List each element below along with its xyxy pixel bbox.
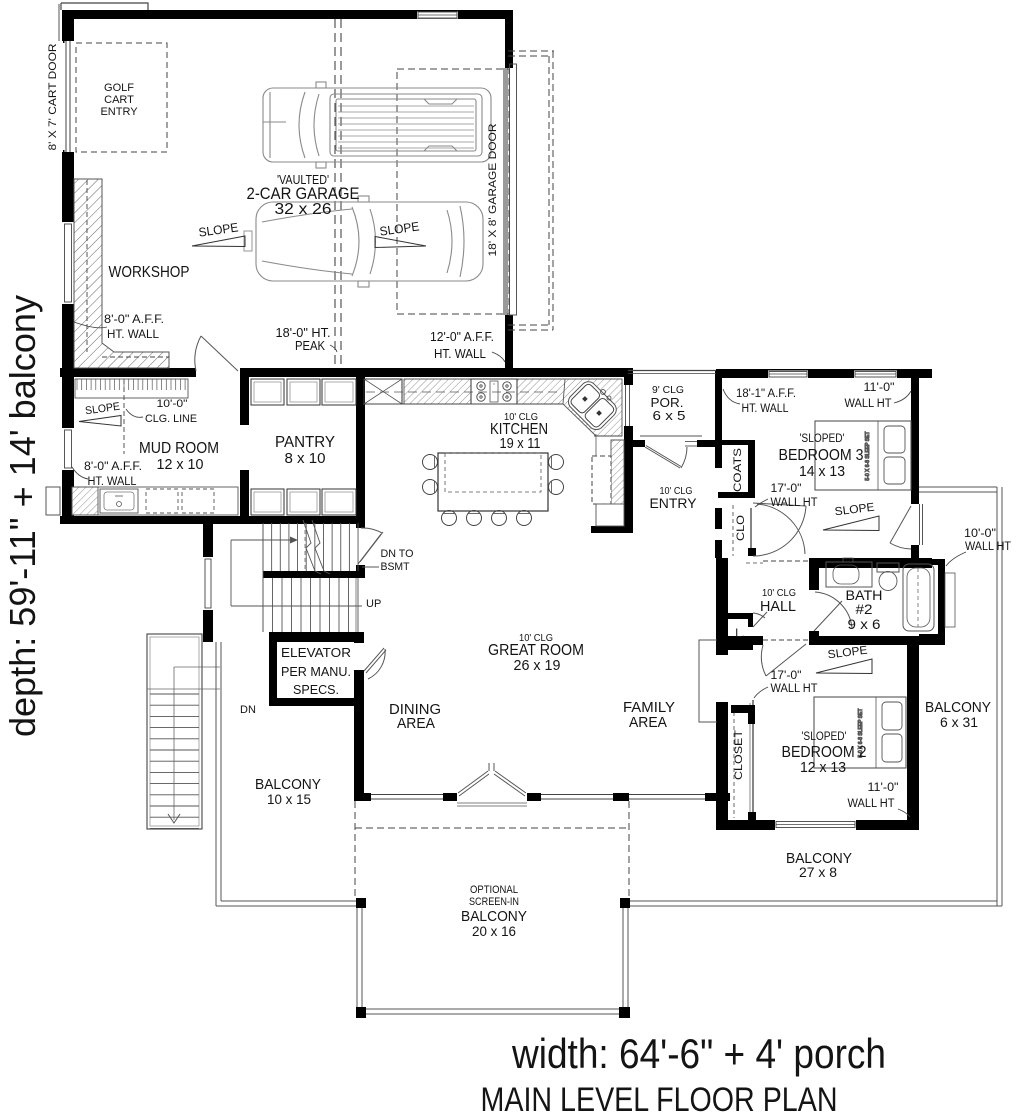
svg-text:HALL: HALL xyxy=(760,599,796,615)
svg-text:6 x 31: 6 x 31 xyxy=(940,715,978,730)
svg-text:BEDROOM 3: BEDROOM 3 xyxy=(779,447,864,464)
svg-text:BALCONY: BALCONY xyxy=(786,851,852,867)
svg-text:6 x 5: 6 x 5 xyxy=(653,409,686,423)
svg-text:BSMT: BSMT xyxy=(381,561,410,573)
svg-text:#2: #2 xyxy=(856,602,873,617)
svg-text:HT. WALL: HT. WALL xyxy=(742,403,790,415)
svg-text:ELEVATOR: ELEVATOR xyxy=(281,646,351,660)
svg-text:12 x 10: 12 x 10 xyxy=(157,457,204,473)
svg-text:ENTRY: ENTRY xyxy=(100,106,138,118)
svg-text:14 x 13: 14 x 13 xyxy=(799,464,845,480)
svg-text:11'-0": 11'-0" xyxy=(868,782,899,794)
svg-text:HT. WALL: HT. WALL xyxy=(434,347,486,361)
svg-text:9' CLG: 9' CLG xyxy=(652,384,684,396)
svg-text:8'-0" A.F.F.: 8'-0" A.F.F. xyxy=(104,312,164,326)
svg-text:PANTRY: PANTRY xyxy=(275,434,335,451)
svg-text:PEAK: PEAK xyxy=(295,339,326,353)
svg-text:18'-0" HT.: 18'-0" HT. xyxy=(276,326,331,340)
svg-text:HT. WALL: HT. WALL xyxy=(107,327,159,341)
svg-text:MUD ROOM: MUD ROOM xyxy=(139,440,219,457)
svg-text:SLOPE: SLOPE xyxy=(84,401,120,418)
svg-text:BALCONY: BALCONY xyxy=(255,777,321,793)
svg-text:17'-0": 17'-0" xyxy=(771,483,802,495)
svg-text:5-0 X 6-8 SLEEP SET: 5-0 X 6-8 SLEEP SET xyxy=(865,431,871,480)
svg-text:20 x 16: 20 x 16 xyxy=(472,924,516,939)
svg-text:FAMILY: FAMILY xyxy=(623,700,675,716)
svg-text:8' X 7' CART DOOR: 8' X 7' CART DOOR xyxy=(47,43,59,150)
svg-text:WORKSHOP: WORKSHOP xyxy=(109,264,190,281)
svg-text:10' CLG: 10' CLG xyxy=(660,485,693,497)
svg-text:27 x 8: 27 x 8 xyxy=(799,865,837,880)
svg-text:12 x 13: 12 x 13 xyxy=(800,760,846,776)
svg-text:10'-0": 10'-0" xyxy=(157,398,188,410)
svg-text:SLOPE: SLOPE xyxy=(827,645,868,662)
svg-text:CLO: CLO xyxy=(735,514,747,541)
svg-text:SLOPE: SLOPE xyxy=(834,502,875,519)
svg-text:L.: L. xyxy=(735,628,745,640)
svg-text:11'-0": 11'-0" xyxy=(864,382,895,394)
svg-text:depth: 59'-11" + 14' balcony: depth: 59'-11" + 14' balcony xyxy=(2,295,43,737)
svg-text:CART: CART xyxy=(104,94,134,106)
svg-text:MAIN LEVEL FLOOR PLAN: MAIN LEVEL FLOOR PLAN xyxy=(481,1081,838,1116)
svg-text:CLOSET: CLOSET xyxy=(733,730,745,780)
svg-text:8'-0" A.F.F.: 8'-0" A.F.F. xyxy=(84,461,142,473)
svg-text:26 x 19: 26 x 19 xyxy=(514,657,561,674)
svg-text:2-CAR GARAGE: 2-CAR GARAGE xyxy=(247,184,360,203)
svg-text:DINING: DINING xyxy=(389,702,441,718)
svg-text:32 x 26: 32 x 26 xyxy=(275,201,332,218)
svg-text:'SLOPED': 'SLOPED' xyxy=(802,731,847,743)
svg-text:19 x 11: 19 x 11 xyxy=(500,436,541,452)
svg-text:WALL HT: WALL HT xyxy=(771,497,818,509)
svg-text:width: 64'-6" + 4' porch: width: 64'-6" + 4' porch xyxy=(511,1030,886,1077)
svg-text:9 x 6: 9 x 6 xyxy=(848,617,881,632)
svg-text:UP: UP xyxy=(366,598,381,610)
svg-text:BALCONY: BALCONY xyxy=(925,700,991,716)
svg-text:10'-0": 10'-0" xyxy=(964,528,996,540)
svg-text:SLOPE: SLOPE xyxy=(198,220,240,239)
svg-text:ENTRY: ENTRY xyxy=(650,496,697,511)
svg-text:BALCONY: BALCONY xyxy=(461,909,527,925)
svg-text:PER MANU.: PER MANU. xyxy=(281,665,351,679)
svg-text:10' CLG: 10' CLG xyxy=(762,587,796,599)
svg-text:OPTIONAL: OPTIONAL xyxy=(470,884,518,896)
svg-text:17'-0": 17'-0" xyxy=(771,670,802,682)
svg-text:KITCHEN: KITCHEN xyxy=(490,421,548,438)
svg-text:SLOPE: SLOPE xyxy=(379,219,421,238)
svg-text:12'-0" A.F.F.: 12'-0" A.F.F. xyxy=(430,330,494,344)
svg-text:'SLOPED': 'SLOPED' xyxy=(800,433,845,445)
svg-text:'VAULTED': 'VAULTED' xyxy=(277,173,329,187)
svg-text:WALL HT: WALL HT xyxy=(965,541,1011,553)
svg-text:POR.: POR. xyxy=(651,396,684,410)
svg-text:AREA: AREA xyxy=(397,716,435,732)
svg-text:GOLF: GOLF xyxy=(104,82,134,94)
svg-text:WALL HT: WALL HT xyxy=(848,798,895,810)
svg-text:18' X 8' GARAGE DOOR: 18' X 8' GARAGE DOOR xyxy=(487,123,499,256)
svg-text:SPECS.: SPECS. xyxy=(293,683,339,697)
svg-text:GREAT ROOM: GREAT ROOM xyxy=(488,642,584,659)
svg-text:BATH: BATH xyxy=(846,588,883,603)
svg-text:5-0 X 6-8 SLEEP SET: 5-0 X 6-8 SLEEP SET xyxy=(858,708,864,757)
svg-text:COATS: COATS xyxy=(732,448,744,492)
svg-text:10 x 15: 10 x 15 xyxy=(267,792,311,807)
svg-text:10' CLG: 10' CLG xyxy=(504,411,538,423)
svg-text:SCREEN-IN: SCREEN-IN xyxy=(469,896,519,908)
svg-text:8 x 10: 8 x 10 xyxy=(285,451,326,467)
svg-text:BEDROOM 2: BEDROOM 2 xyxy=(782,744,867,761)
svg-text:DN TO: DN TO xyxy=(381,548,414,560)
svg-text:WALL HT: WALL HT xyxy=(771,683,818,695)
svg-text:10' CLG: 10' CLG xyxy=(519,632,553,644)
svg-text:CLG. LINE: CLG. LINE xyxy=(145,413,197,425)
svg-text:WALL HT: WALL HT xyxy=(845,398,892,410)
svg-text:AREA: AREA xyxy=(629,715,667,731)
svg-text:18'-1" A.F.F.: 18'-1" A.F.F. xyxy=(736,388,796,400)
svg-text:DN: DN xyxy=(240,704,256,716)
svg-text:HT. WALL: HT. WALL xyxy=(88,476,138,488)
